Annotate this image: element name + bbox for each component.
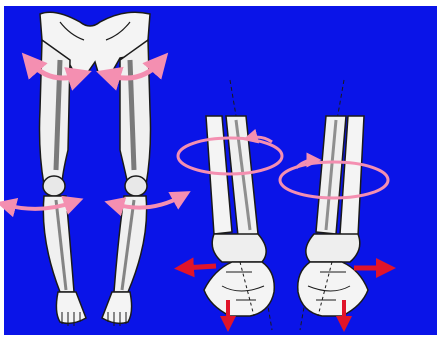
- left-lateral-force-arrow: [184, 266, 216, 268]
- left-ankle-foot: [178, 80, 282, 330]
- right-ankle-bones: [306, 234, 360, 262]
- left-knee: [43, 176, 65, 196]
- left-shin: [43, 196, 74, 292]
- right-foot: [102, 292, 132, 323]
- right-ankle-foot: [280, 80, 388, 330]
- left-foot: [56, 292, 86, 323]
- left-foot-bones: [204, 262, 274, 316]
- left-ankle-bones: [212, 234, 266, 262]
- right-shin: [114, 196, 147, 292]
- right-knee: [125, 176, 147, 196]
- legs-front-view: [6, 12, 182, 326]
